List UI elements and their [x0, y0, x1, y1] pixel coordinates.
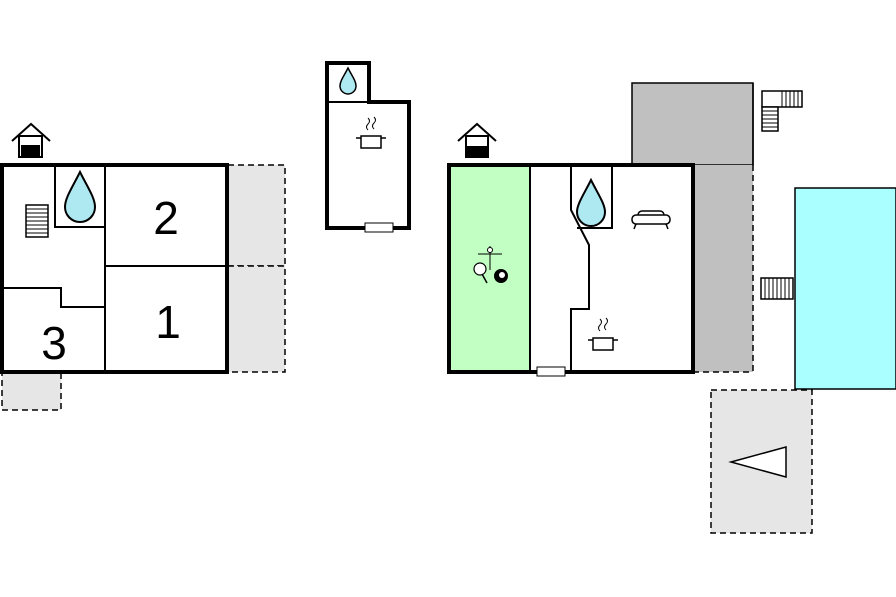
left-building: 2 1 3: [0, 122, 286, 411]
door-sill: [536, 366, 566, 377]
wall: [2, 287, 105, 308]
water-drop-icon: [575, 177, 607, 227]
covered-terrace: [631, 82, 754, 166]
parking-area: [710, 389, 813, 534]
left-building-outline: [0, 163, 229, 374]
wall: [54, 165, 105, 228]
water-drop-icon: [63, 169, 97, 223]
table-tennis-and-billiards-icon: [473, 246, 508, 284]
house-entrance-icon: [457, 122, 497, 158]
sofa-icon: [631, 210, 671, 230]
terrace-right-lower: [227, 265, 286, 373]
right-building: [447, 82, 803, 377]
annex-building: [325, 61, 411, 233]
swimming-pool: [794, 187, 896, 390]
terrace-bottom-left: [1, 371, 62, 411]
stairs-icon: [761, 90, 803, 132]
wall: [577, 165, 613, 229]
cooking-pot-icon: [588, 317, 618, 351]
wall: [570, 165, 590, 372]
door-sill: [364, 222, 394, 233]
room-number-1: 1: [155, 296, 181, 348]
stairs-icon: [760, 277, 794, 300]
triangle-marker-icon: [728, 446, 787, 478]
cooking-pot-icon: [356, 116, 386, 149]
house-entrance-icon: [11, 122, 51, 158]
terrace-right-upper: [227, 164, 286, 267]
stairs-icon: [25, 204, 49, 238]
room-number-3: 3: [41, 317, 67, 369]
covered-terrace: [693, 165, 753, 372]
water-drop-icon: [339, 66, 357, 95]
pool-area: [760, 187, 896, 390]
room-number-2: 2: [153, 192, 179, 244]
